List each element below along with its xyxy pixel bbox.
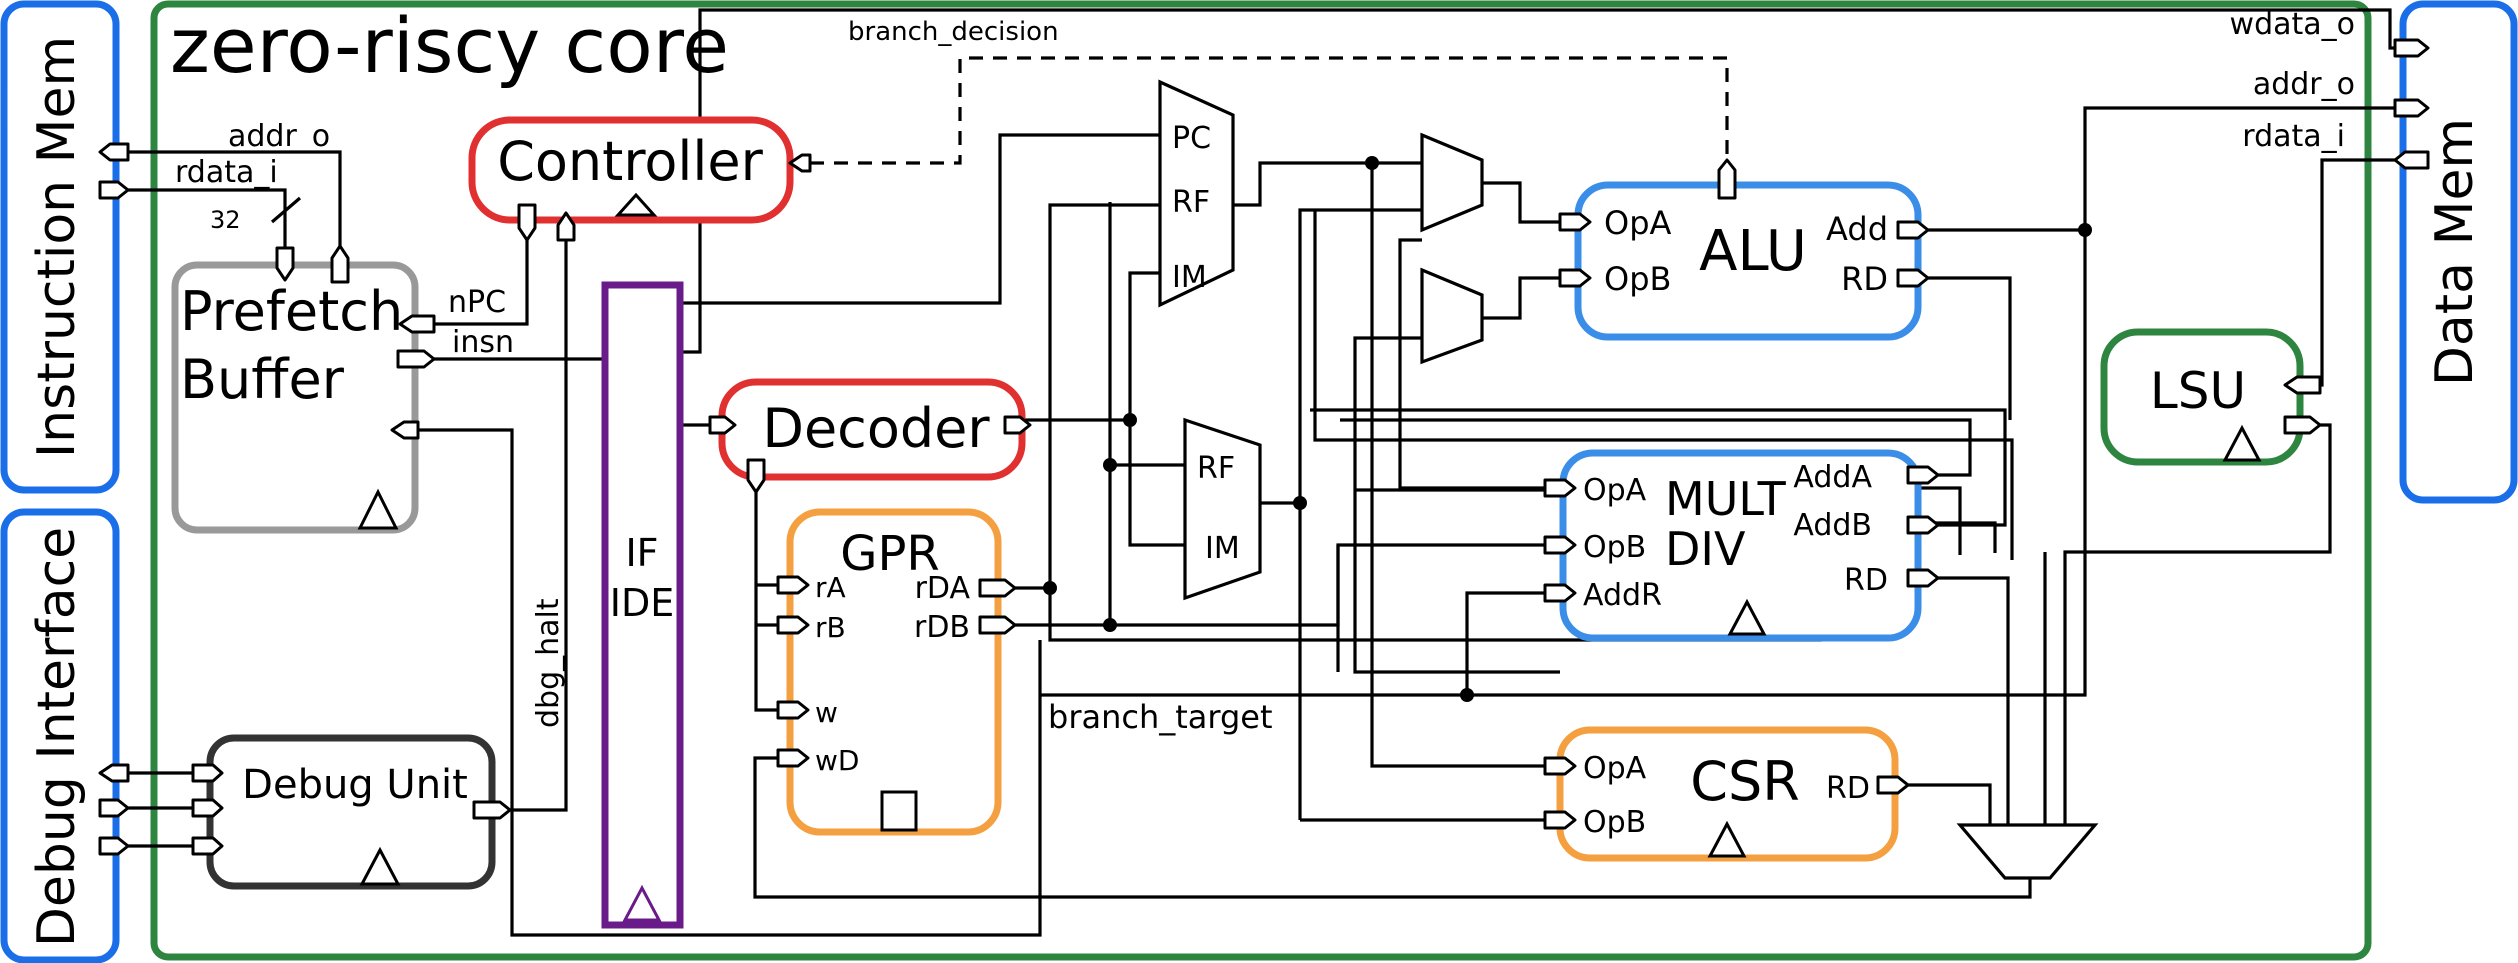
if-ide-register	[601, 281, 684, 929]
if-ide-clock-icon	[622, 884, 662, 922]
debug-unit-label: Debug Unit	[242, 762, 468, 808]
label-dm-addr-o: addr_o	[2253, 67, 2355, 102]
prefetch-clock-icon	[357, 488, 399, 530]
mux2-label-im: IM	[1205, 531, 1240, 566]
controller-clock-icon	[614, 192, 658, 217]
instruction-mem-label: Instruction Mem	[27, 36, 87, 458]
label-alu-add: Add	[1826, 210, 1888, 248]
debug-interface-label: Debug Interface	[27, 527, 87, 947]
label-md-rd: RD	[1844, 563, 1888, 598]
alu-block	[1574, 181, 1922, 341]
div-label: DIV	[1665, 522, 1746, 576]
mux-label-pc: PC	[1172, 121, 1211, 156]
pc-rf-im-mux	[1158, 79, 1235, 308]
label-md-addr: AddR	[1583, 578, 1662, 613]
mult-clock-icon	[1727, 598, 1767, 636]
instruction-mem-box	[0, 0, 120, 494]
junctions	[1043, 156, 2092, 702]
label-branch-target: branch_target	[1048, 698, 1273, 736]
label-gpr-rdb: rDB	[914, 610, 970, 645]
label-alu-opa: OpA	[1604, 204, 1672, 242]
lsu-label: LSU	[2150, 362, 2246, 420]
label-csr-opa: OpA	[1583, 751, 1647, 786]
if-label: IF	[625, 531, 658, 575]
lsu-block	[2100, 328, 2304, 466]
label-npc: nPC	[448, 285, 506, 320]
debug-unit-block	[206, 734, 496, 890]
data-mem-label: Data Mem	[2425, 118, 2485, 386]
label-dm-rdata-i: rdata_i	[2242, 119, 2345, 154]
data-mem-box	[2399, 0, 2518, 504]
lsu-clock-icon	[2222, 424, 2262, 462]
label-insn: insn	[452, 325, 514, 360]
mux2-label-rf: RF	[1197, 451, 1235, 486]
prefetch-buffer-block	[171, 261, 419, 534]
rf-im-mux	[1183, 417, 1262, 601]
label-addr-o: addr_o	[228, 119, 330, 154]
mux-label-rf: RF	[1172, 185, 1210, 220]
label-alu-rd: RD	[1841, 260, 1888, 298]
core-box	[150, 0, 2372, 961]
controller-label: Controller	[497, 130, 763, 193]
label-gpr-rda: rDA	[915, 571, 971, 606]
core-title: zero-riscy core	[170, 1, 729, 90]
gpr-clock-icon	[880, 790, 918, 832]
controller-block	[468, 116, 794, 224]
label-wdata-o: wdata_o	[2230, 7, 2355, 42]
ide-label: IDE	[610, 581, 674, 625]
debug-clock-icon	[359, 846, 401, 886]
gpr-block	[786, 508, 1002, 836]
label-gpr-rb: rB	[815, 611, 846, 644]
mult-label: MULT	[1665, 472, 1787, 526]
label-md-addb: AddB	[1793, 508, 1872, 543]
alu-opa-mux	[1420, 132, 1484, 233]
label-csr-rd: RD	[1826, 771, 1870, 806]
alu-opb-mux	[1420, 267, 1484, 365]
prefetch-label-1: Prefetch	[180, 280, 403, 343]
writeback-mux	[1956, 823, 2099, 880]
ports	[98, 38, 2430, 856]
label-dbg-halt: dbg_halt	[531, 598, 566, 728]
label-alu-opb: OpB	[1604, 260, 1671, 298]
label-gpr-ra: rA	[815, 571, 846, 604]
label-bus-width: 32	[210, 206, 241, 234]
label-csr-opb: OpB	[1583, 805, 1646, 840]
mux-label-im: IM	[1172, 260, 1207, 295]
label-md-adda: AddA	[1793, 460, 1872, 495]
label-gpr-w: w	[815, 696, 838, 729]
label-branch-decision: branch_decision	[848, 17, 1059, 47]
signal-labels: addr_o rdata_i 32 nPC insn dbg_halt bran…	[175, 7, 2355, 840]
prefetch-label-2: Buffer	[180, 348, 345, 411]
decoder-label: Decoder	[762, 397, 990, 460]
csr-clock-icon	[1707, 820, 1747, 858]
label-md-opb: OpB	[1583, 530, 1646, 565]
csr-label: CSR	[1690, 750, 1800, 813]
gpr-label: GPR	[840, 526, 940, 582]
label-rdata-i: rdata_i	[175, 155, 278, 190]
label-md-opa: OpA	[1583, 473, 1647, 508]
debug-interface-box	[0, 508, 120, 963]
label-gpr-wd: wD	[815, 744, 859, 777]
alu-label: ALU	[1699, 219, 1807, 284]
